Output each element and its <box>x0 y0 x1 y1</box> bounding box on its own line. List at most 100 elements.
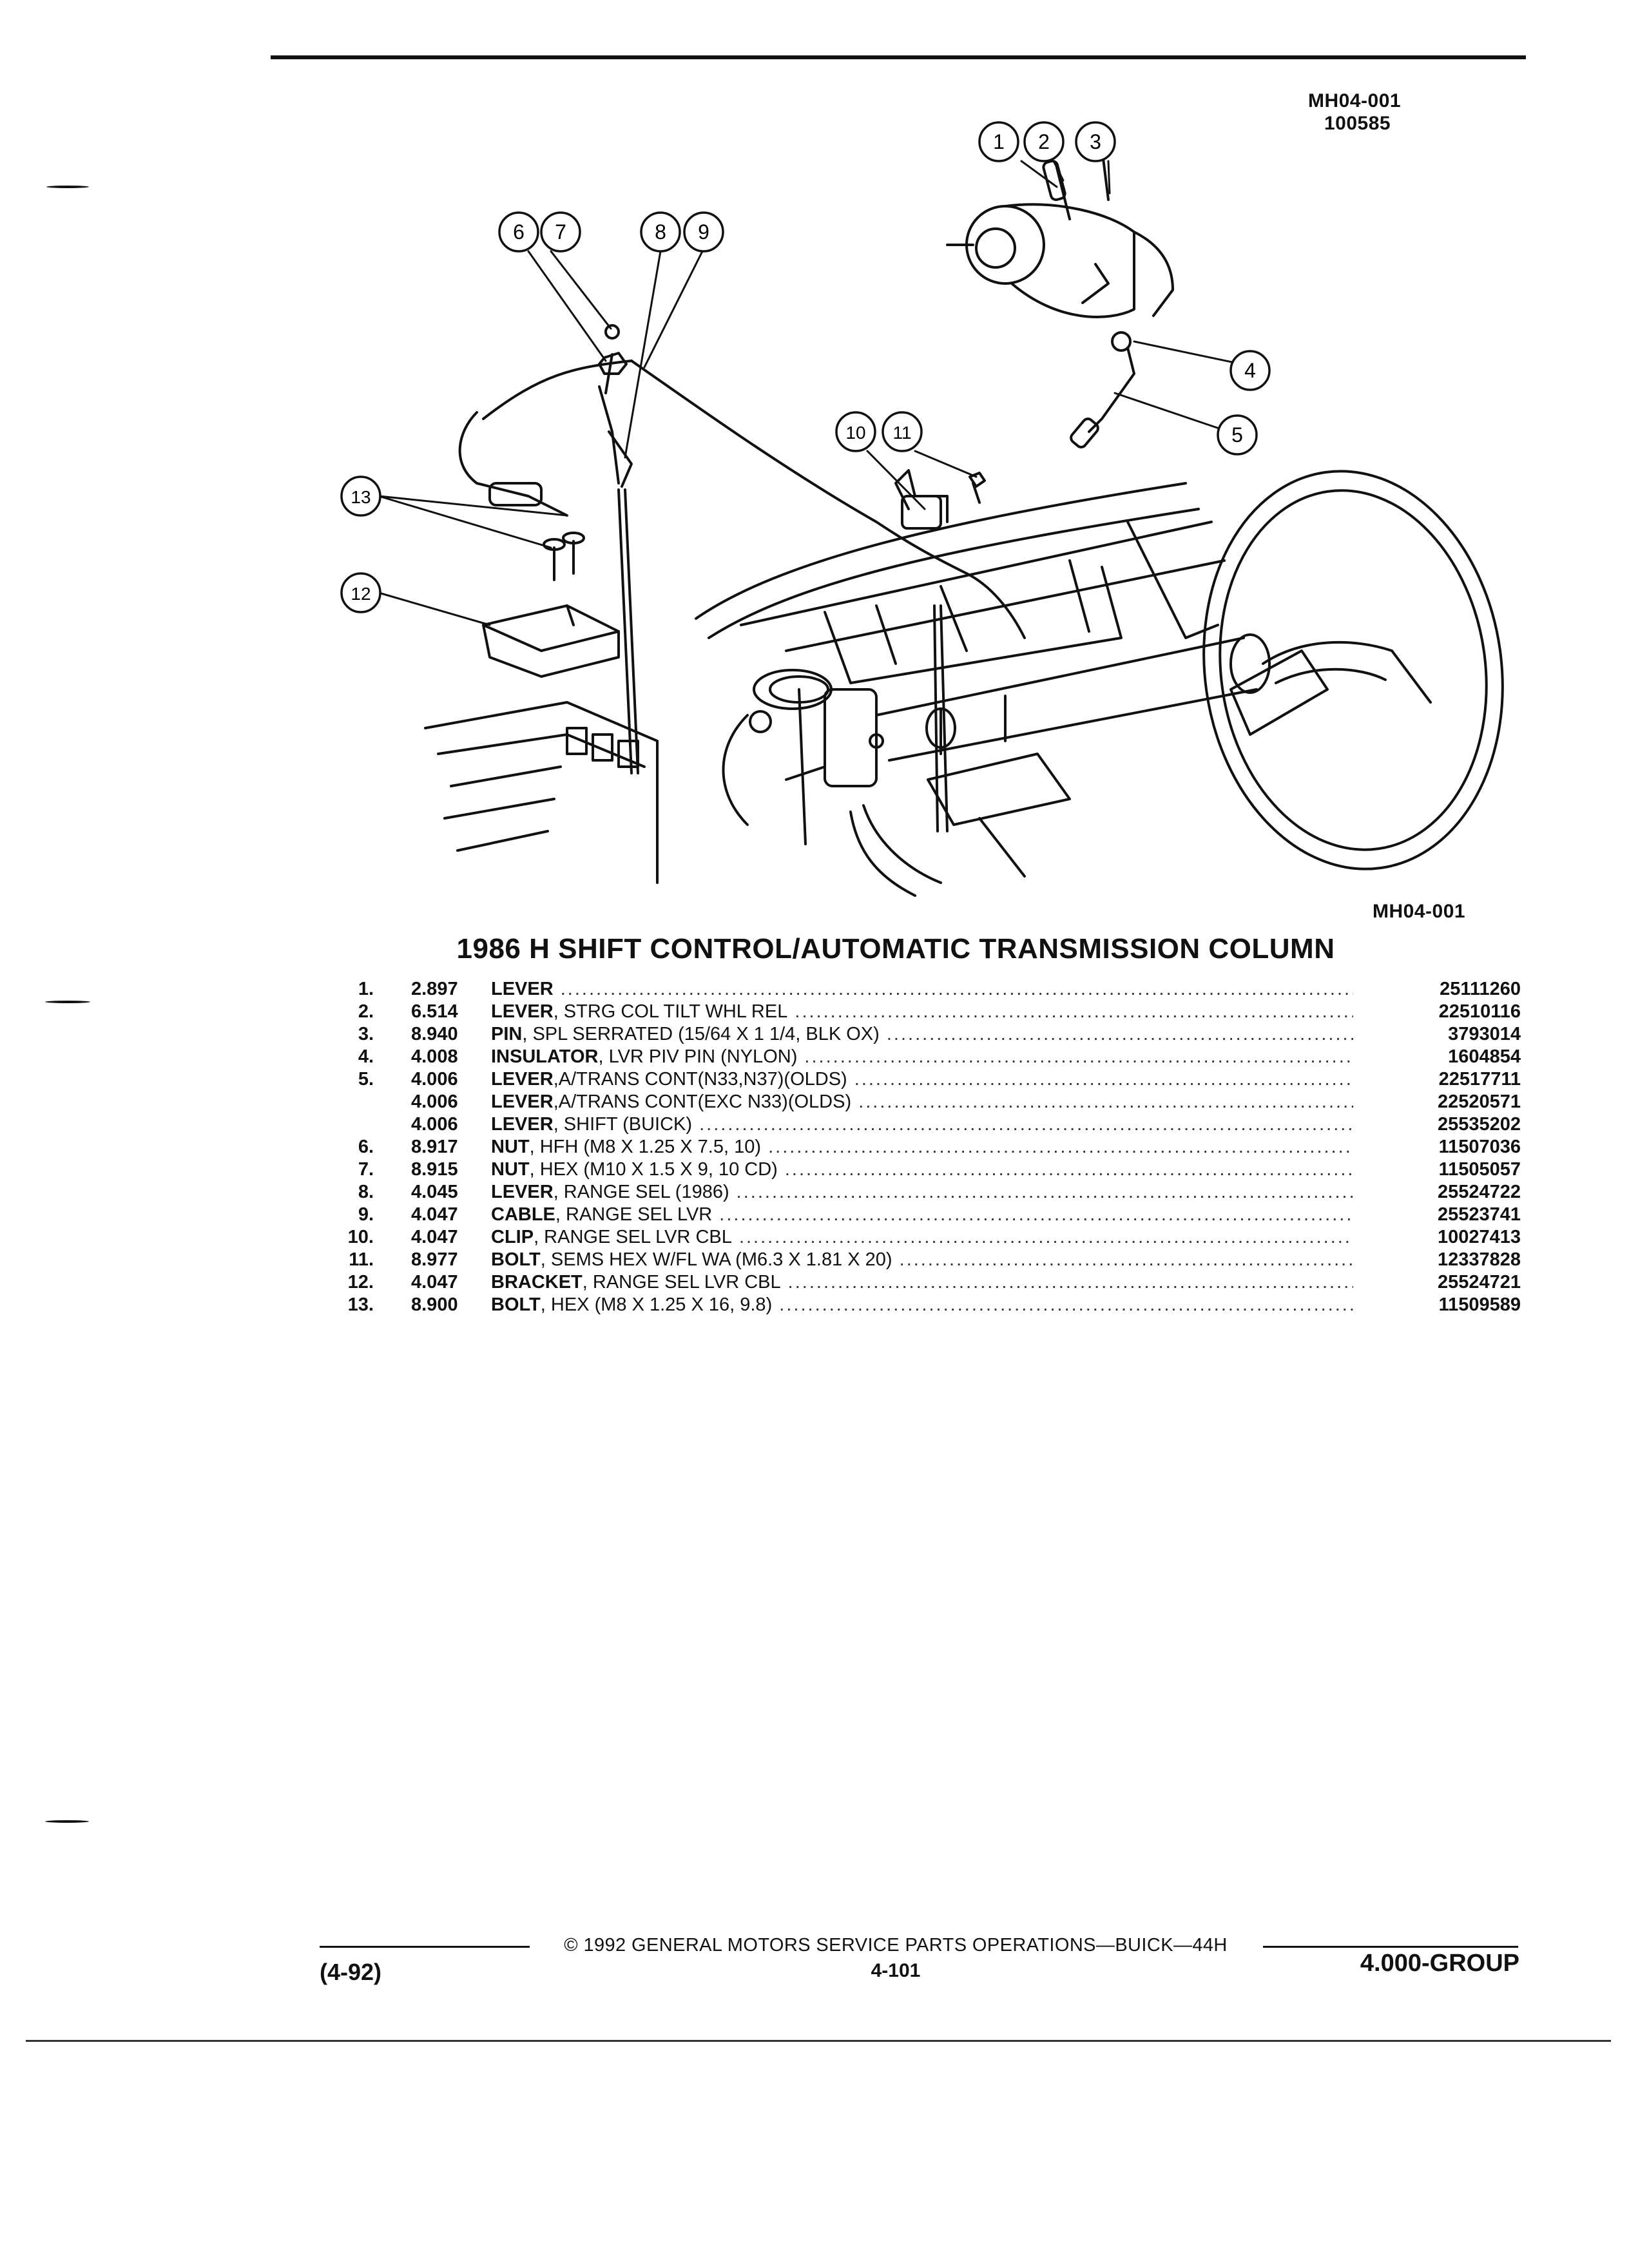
part-spec: ,A/TRANS CONT(EXC N33)(OLDS) <box>553 1091 852 1112</box>
part-name: LEVER <box>491 1182 554 1202</box>
group-number: 6.514 <box>411 1001 458 1022</box>
item-number: 9. <box>358 1204 374 1225</box>
bracket-drawing <box>482 532 620 678</box>
callout-label: 10 <box>845 423 865 443</box>
leader-dots: ........................................… <box>804 1046 1353 1067</box>
part-name: CABLE <box>491 1204 555 1225</box>
item-number: 11. <box>349 1249 374 1270</box>
footer-group: 4.000-GROUP <box>1360 1950 1519 1977</box>
callout-label: 4 <box>1244 359 1256 382</box>
callout-1: 1 <box>978 121 1019 162</box>
part-number: 3793014 <box>1448 1024 1521 1044</box>
leader-dots: ........................................… <box>719 1204 1353 1225</box>
part-number: 25524721 <box>1437 1272 1521 1293</box>
steering-column-drawing <box>875 633 1271 762</box>
callout-11: 11 <box>882 411 923 452</box>
part-spec: , HFH (M8 X 1.25 X 7.5, 10) <box>529 1137 762 1157</box>
clip-bolt-drawing <box>894 469 986 510</box>
bottom-rule <box>26 2040 1611 2042</box>
part-spec: , RANGE SEL LVR CBL <box>582 1272 781 1293</box>
part-description: LEVER,A/TRANS CONT(EXC N33)(OLDS) ......… <box>491 1091 1353 1113</box>
part-description: CLIP, RANGE SEL LVR CBL ................… <box>491 1226 1353 1249</box>
leader-dots: ........................................… <box>553 979 1353 999</box>
leader-dots: ........................................… <box>736 1182 1353 1202</box>
group-number: 8.917 <box>411 1137 458 1157</box>
group-number: 4.006 <box>411 1114 458 1135</box>
top-rule <box>271 55 1526 59</box>
callout-label: 13 <box>351 487 371 507</box>
callout-9: 9 <box>683 211 724 253</box>
item-number: 5. <box>358 1069 374 1090</box>
group-number: 8.977 <box>411 1249 458 1270</box>
part-name: LEVER <box>491 979 554 999</box>
leader-dots: ........................................… <box>779 1294 1353 1315</box>
leader-dots: ........................................… <box>784 1159 1353 1180</box>
part-name: INSULATOR <box>491 1046 599 1067</box>
leader-dots: ........................................… <box>787 1272 1353 1293</box>
callout-10: 10 <box>835 411 876 452</box>
item-number: 4. <box>358 1046 374 1067</box>
callout-label: 2 <box>1038 130 1050 153</box>
part-description: LEVER, SHIFT (BUICK) ...................… <box>491 1113 1353 1136</box>
part-number: 12337828 <box>1437 1249 1521 1270</box>
group-number: 8.940 <box>411 1024 458 1044</box>
leader-lines <box>378 160 1233 626</box>
callout-label: 3 <box>1090 130 1101 153</box>
leader-dots: ........................................… <box>858 1091 1353 1112</box>
part-description: LEVER,A/TRANS CONT(N33,N37)(OLDS) ......… <box>491 1068 1353 1091</box>
callout-label: 5 <box>1231 423 1243 447</box>
parts-row: 4.006 LEVER, SHIFT (BUICK) ..............… <box>322 1113 1521 1136</box>
part-name: CLIP <box>491 1227 534 1247</box>
item-number: 13. <box>347 1294 374 1315</box>
callout-label: 8 <box>655 220 666 244</box>
item-number: 8. <box>358 1182 374 1202</box>
part-spec: , RANGE SEL LVR CBL <box>534 1227 732 1247</box>
item-number: 1. <box>358 979 374 999</box>
steering-wheel-drawing <box>1202 470 1504 870</box>
margin-mark <box>45 1001 90 1003</box>
part-spec: , LVR PIV PIN (NYLON) <box>598 1046 798 1067</box>
part-description: LEVER, STRG COL TILT WHL REL ...........… <box>491 1001 1353 1023</box>
group-number: 4.047 <box>411 1272 458 1293</box>
margin-mark <box>45 1820 89 1823</box>
callout-4: 4 <box>1229 350 1271 391</box>
part-number: 25111260 <box>1440 979 1521 999</box>
part-number: 25523741 <box>1437 1204 1521 1225</box>
part-description: LEVER, RANGE SEL (1986) ................… <box>491 1181 1353 1204</box>
part-name: PIN <box>491 1024 523 1044</box>
callout-label: 7 <box>555 220 566 244</box>
group-number: 4.008 <box>411 1046 458 1067</box>
part-number: 22520571 <box>1437 1091 1521 1112</box>
leader-dots: ........................................… <box>738 1227 1353 1247</box>
leader-dots: ........................................… <box>699 1114 1353 1135</box>
exploded-view-diagram: 1 2 3 4 5 6 7 8 <box>340 121 1504 897</box>
part-number: 25535202 <box>1437 1114 1521 1135</box>
item-number: 12. <box>347 1272 374 1293</box>
footer-rule-left <box>320 1946 530 1948</box>
item-number: 7. <box>358 1159 374 1180</box>
leader-dots: ........................................… <box>768 1137 1353 1157</box>
item-number: 2. <box>358 1001 374 1022</box>
footer-copyright: © 1992 GENERAL MOTORS SERVICE PARTS OPER… <box>564 1935 1228 1956</box>
part-spec: , SEMS HEX W/FL WA (M6.3 X 1.81 X 20) <box>540 1249 892 1270</box>
part-description: PIN, SPL SERRATED (15/64 X 1 1/4, BLK OX… <box>491 1023 1353 1046</box>
callout-label: 12 <box>351 584 371 604</box>
part-spec: , HEX (M10 X 1.5 X 9, 10 CD) <box>529 1159 778 1180</box>
part-number: 11509589 <box>1438 1294 1521 1315</box>
range-lever-drawing <box>598 324 639 774</box>
tilt-lever-detail-drawing <box>946 147 1174 448</box>
part-spec: , SHIFT (BUICK) <box>553 1114 693 1135</box>
part-name: NUT <box>491 1159 530 1180</box>
part-spec: ,A/TRANS CONT(N33,N37)(OLDS) <box>553 1069 847 1090</box>
shift-cable-drawing <box>458 360 1026 832</box>
part-spec: , HEX (M8 X 1.25 X 16, 9.8) <box>540 1294 773 1315</box>
transmission-drawing <box>424 701 659 884</box>
callout-label: 1 <box>993 130 1005 153</box>
part-description: BOLT, HEX (M8 X 1.25 X 16, 9.8) ........… <box>491 1294 1353 1316</box>
